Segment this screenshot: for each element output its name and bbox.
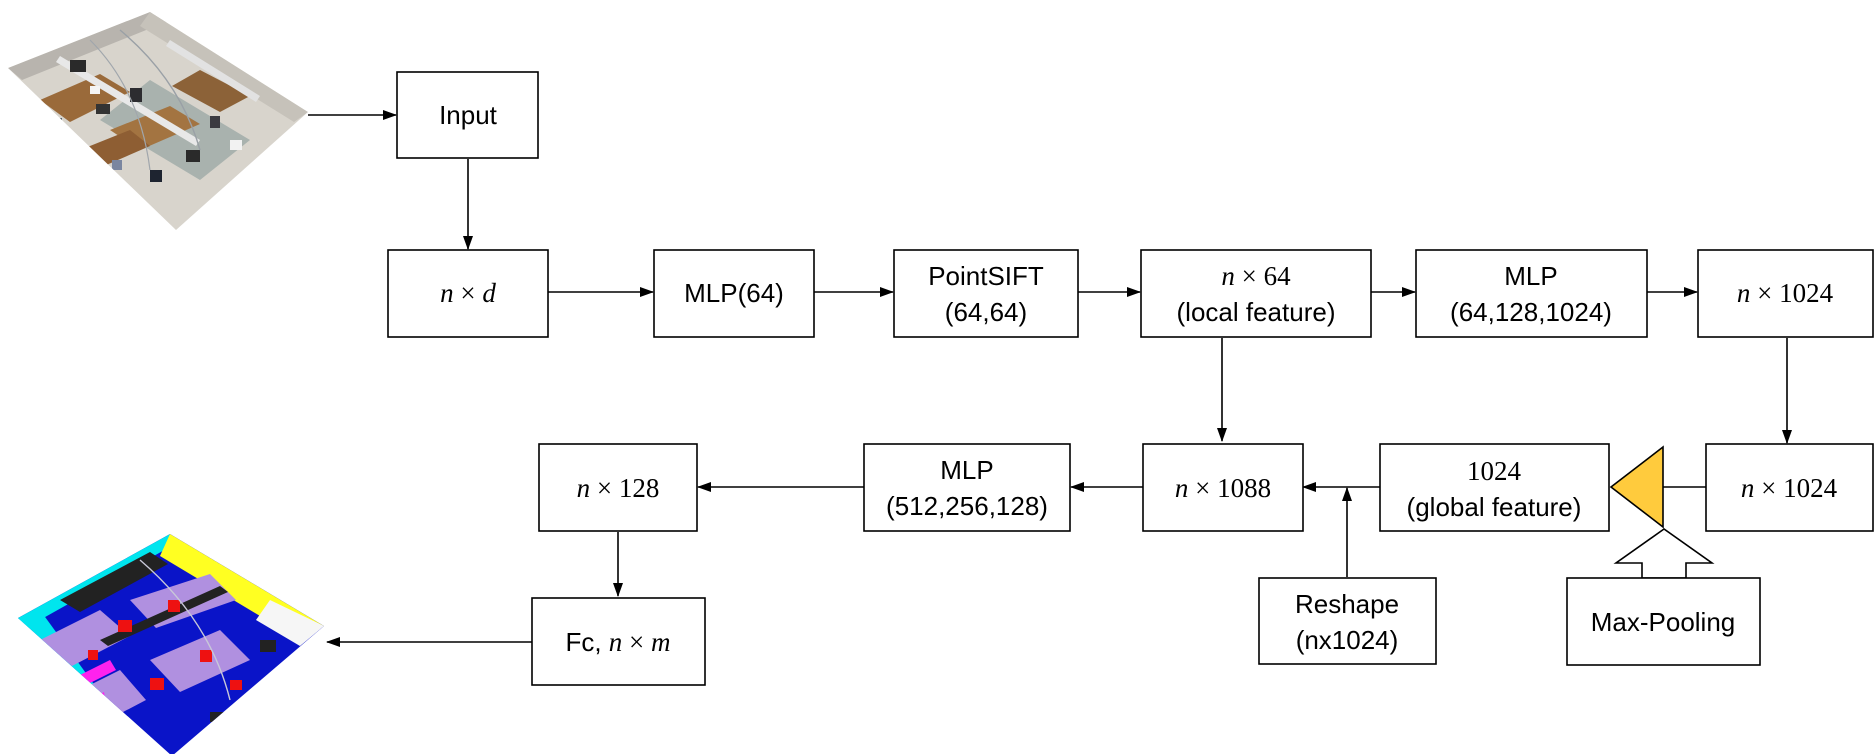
node-local-feature-line1: n × 64 [1221, 261, 1291, 291]
node-max-pooling: Max-Pooling [1566, 577, 1761, 666]
node-mlp64-label: MLP(64) [684, 278, 784, 308]
node-mlp64: MLP(64) [653, 249, 815, 338]
node-n-by-1088-label: n × 1088 [1175, 473, 1271, 503]
edges [308, 110, 1792, 647]
node-mlp-512-256-128: MLP (512,256,128) [863, 443, 1071, 532]
node-n-by-1024-bottom: n × 1024 [1705, 443, 1874, 532]
max-pooling-triangle [1609, 445, 1664, 529]
node-reshape-line1: Reshape [1295, 589, 1399, 619]
node-n-by-d: n × d [387, 249, 549, 338]
node-local-feature-line2: (local feature) [1177, 297, 1336, 327]
node-n-by-128-label: n × 128 [577, 473, 660, 503]
node-local-feature: n × 64 (local feature) [1140, 249, 1372, 338]
node-n-by-1024-top: n × 1024 [1697, 249, 1874, 338]
node-reshape-line2: (nx1024) [1296, 625, 1399, 655]
node-n-by-128: n × 128 [538, 443, 698, 532]
output-segmentation-image [18, 534, 324, 754]
node-mlp-64-128-1024-line2: (64,128,1024) [1450, 297, 1612, 327]
node-global-feature: 1024 (global feature) [1379, 443, 1610, 532]
node-pointsift-line2: (64,64) [945, 297, 1027, 327]
input-point-cloud-image [8, 12, 308, 230]
node-reshape: Reshape (nx1024) [1258, 577, 1437, 665]
node-n-by-1088: n × 1088 [1142, 443, 1304, 532]
node-max-pooling-label: Max-Pooling [1591, 607, 1736, 637]
node-mlp-512-256-128-line2: (512,256,128) [886, 491, 1048, 521]
node-n-by-1024-bottom-label: n × 1024 [1741, 473, 1838, 503]
node-mlp-64-128-1024: MLP (64,128,1024) [1415, 249, 1648, 338]
node-input: Input [396, 71, 539, 159]
node-n-by-1024-top-label: n × 1024 [1737, 278, 1834, 308]
node-n-by-d-label: n × d [440, 278, 496, 308]
node-fc: Fc, n × m [531, 597, 706, 686]
node-mlp-512-256-128-line1: MLP [940, 455, 993, 485]
node-pointsift-line1: PointSIFT [928, 261, 1044, 291]
node-global-feature-line2: (global feature) [1407, 492, 1582, 522]
node-input-label: Input [439, 100, 498, 130]
max-pooling-up-arrow [1613, 528, 1715, 579]
node-pointsift: PointSIFT (64,64) [893, 249, 1079, 338]
node-fc-label: Fc, n × m [565, 627, 670, 657]
node-mlp-64-128-1024-line1: MLP [1504, 261, 1557, 291]
node-global-feature-line1: 1024 [1467, 456, 1522, 486]
